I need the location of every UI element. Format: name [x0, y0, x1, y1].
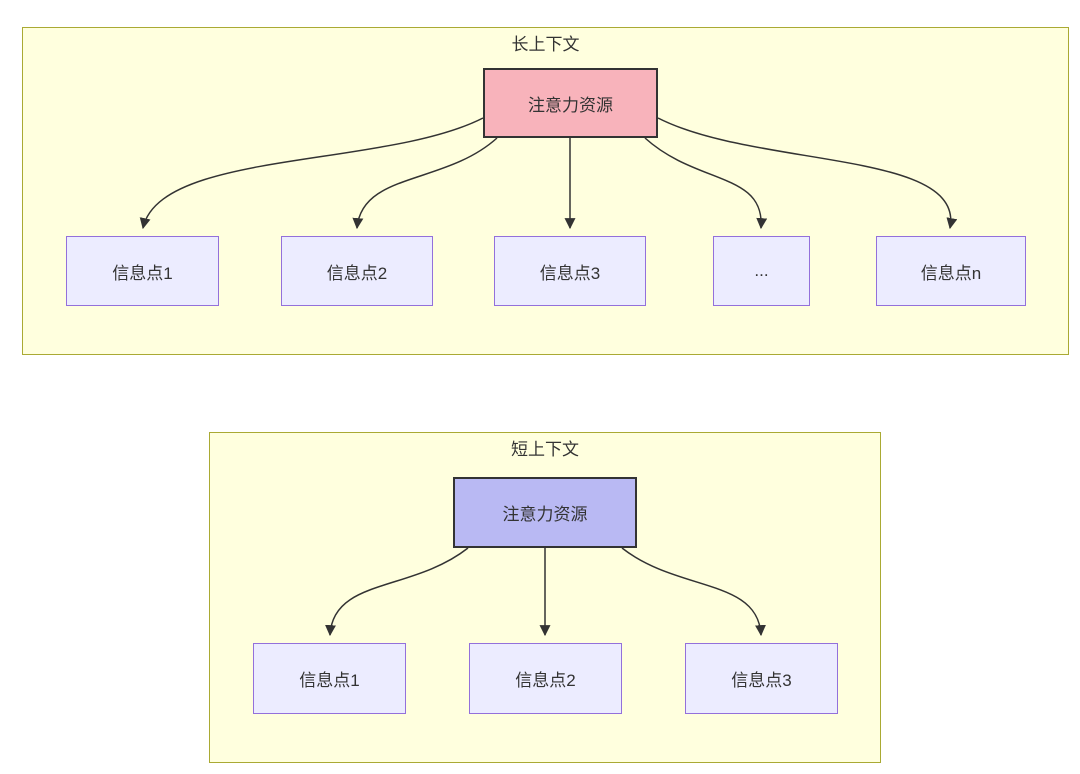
info-node-long-n: 信息点n: [876, 236, 1026, 306]
attention-node-long: 注意力资源: [483, 68, 658, 138]
info-node-long-ellipsis: ...: [713, 236, 810, 306]
group-short-context-title: 短上下文: [511, 440, 579, 459]
info-node-long-3: 信息点3: [494, 236, 646, 306]
group-long-context-title: 长上下文: [511, 35, 580, 54]
info-node-short-1: 信息点1: [253, 643, 406, 714]
info-node-long-1: 信息点1: [66, 236, 219, 306]
attention-node-short: 注意力资源: [453, 477, 637, 548]
info-node-short-3: 信息点3: [685, 643, 838, 714]
info-node-long-2: 信息点2: [281, 236, 433, 306]
info-node-short-2: 信息点2: [469, 643, 622, 714]
